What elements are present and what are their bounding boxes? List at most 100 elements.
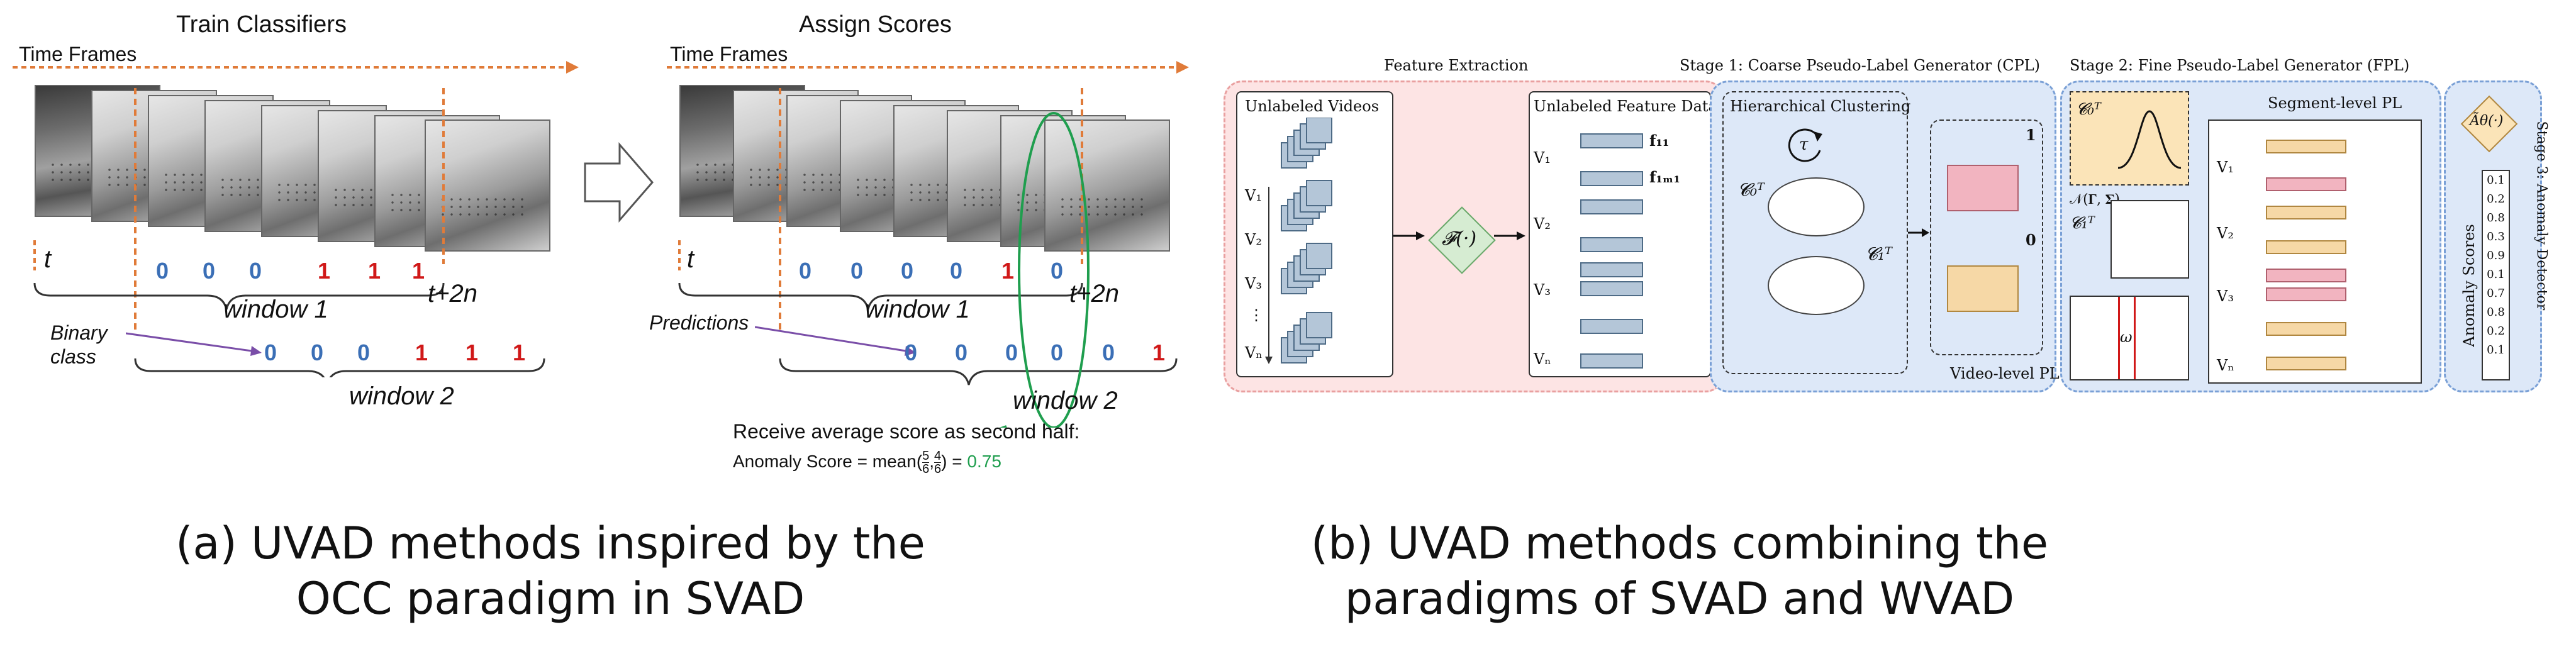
- omega-label: ω: [2120, 328, 2133, 346]
- threshold-box: ω: [2070, 296, 2189, 380]
- score-value: 0.2: [2487, 325, 2505, 338]
- fraction2-den: 6: [934, 462, 942, 476]
- c0-label: 𝓒₀ᵀ: [1737, 179, 1765, 200]
- predictions-label: Predictions: [649, 311, 749, 334]
- video-label-dots: ⋮: [1249, 306, 1264, 324]
- pred-digit: 0: [1005, 340, 1018, 365]
- v3-seg: V₃: [2217, 287, 2234, 305]
- class-digit: 0: [311, 340, 324, 365]
- score-value: 0.1: [2487, 268, 2505, 281]
- detector-diamond: Ã𝜃(·): [2460, 94, 2518, 153]
- window1-label-right: window 1: [865, 296, 970, 323]
- fpl-dashed-box: 𝓒₀ᵀ: [2070, 91, 2189, 186]
- anomaly-stack: [1947, 165, 2019, 211]
- extractor-label: 𝓕(·): [1442, 228, 1477, 250]
- video-label-v1: V₁: [1245, 187, 1262, 204]
- fpl-c1-label: 𝓒₁ᵀ: [2070, 214, 2095, 233]
- pred-digit: 0: [1051, 258, 1064, 284]
- caption-a-line1: (a) UVAD methods inspired by the: [176, 518, 925, 569]
- assign-scores-title: Assign Scores: [799, 11, 952, 38]
- formula-prefix: Anomaly Score = mean(: [733, 451, 923, 471]
- feature-f11: f₁₁: [1649, 131, 1670, 150]
- pl-one: 1: [2026, 126, 2036, 144]
- segment-bar: [2266, 240, 2346, 254]
- time-frames-label-right: Time Frames: [670, 43, 788, 65]
- class-digit: 1: [415, 340, 428, 365]
- train-classifiers-title: Train Classifiers: [176, 11, 347, 38]
- caption-b-line1: (b) UVAD methods combining the: [1310, 518, 2049, 569]
- t-label-left: t: [44, 245, 52, 273]
- binary-class-arrow: [126, 332, 262, 356]
- threshold-marker: [2118, 297, 2136, 379]
- score-value: 0.8: [2487, 211, 2505, 225]
- fpl-c0-label: 𝓒₀ᵀ: [2076, 100, 2101, 119]
- feat-vn: Vₙ: [1534, 350, 1551, 368]
- feature-bar: [1580, 171, 1643, 186]
- anomaly-score-value: 0.75: [967, 451, 1001, 471]
- caption-a: (a) UVAD methods inspired by the OCC par…: [94, 516, 1006, 626]
- class-digit: 0: [249, 258, 262, 284]
- feature-bar: [1580, 281, 1643, 296]
- feature-bar: [1580, 237, 1643, 252]
- hierarchical-clustering-label: Hierarchical Clustering: [1730, 97, 1911, 115]
- class-digit: 1: [318, 258, 331, 284]
- v2-seg: V₂: [2217, 225, 2234, 242]
- fraction1-num: 5: [922, 449, 930, 463]
- score-value: 0.9: [2487, 249, 2505, 262]
- score-value: 0.3: [2487, 230, 2505, 243]
- segment-bar: [2266, 269, 2346, 282]
- video-label-v2: V₂: [1245, 231, 1262, 248]
- c1-density-box: [2110, 200, 2189, 279]
- pred-digit: 0: [901, 258, 914, 284]
- feature-extraction-title: Feature Extraction: [1384, 57, 1529, 74]
- segment-bar: [2266, 140, 2346, 153]
- class-digit: 0: [156, 258, 169, 284]
- t2n-label-left: t+2n: [428, 280, 477, 308]
- panel-b: Feature Extraction Stage 1: Coarse Pseud…: [1195, 0, 2576, 666]
- feature-bar: [1580, 262, 1643, 277]
- score-value: 0.1: [2487, 174, 2505, 187]
- class-digit: 1: [412, 258, 425, 284]
- window-markers-right: [678, 88, 1178, 428]
- score-value: 0.8: [2487, 306, 2505, 319]
- segment-pl-box: V₁ V₂ V₃ Vₙ: [2208, 119, 2422, 384]
- video-cubes: [1265, 118, 1332, 364]
- pred-digit: 0: [950, 258, 963, 284]
- t2n-label-right: t+2n: [1069, 280, 1119, 308]
- formula-suffix: ) =: [941, 451, 962, 471]
- extract-arrows: [1393, 231, 1425, 240]
- extractor-diamond: 𝓕(·): [1428, 206, 1496, 274]
- video-level-pl-label: Video-level PL: [1950, 365, 2060, 382]
- time-frames-label-left: Time Frames: [19, 43, 137, 65]
- pl-zero: 0: [2026, 231, 2036, 249]
- vn-seg: Vₙ: [2217, 357, 2234, 374]
- stage1-panel: [1710, 80, 2056, 392]
- video-frames-left: [35, 85, 576, 252]
- caption-b: (b) UVAD methods combining the paradigms…: [1271, 516, 2088, 626]
- stage2-title: Stage 2: Fine Pseudo-Label Generator (FP…: [2070, 57, 2410, 74]
- window1-label-left: window 1: [223, 296, 328, 323]
- time-arrow-right: [667, 61, 1189, 74]
- v1-seg: V₁: [2217, 158, 2234, 176]
- receive-text: Receive average score as second half:: [733, 420, 1080, 443]
- pred-digit: 0: [905, 340, 918, 365]
- cluster-cloud-c1: [1768, 256, 1865, 315]
- t-label-right: t: [687, 245, 694, 273]
- fraction2-num: 4: [934, 449, 942, 463]
- caption-b-line2: paradigms of SVAD and WVAD: [1344, 573, 2015, 624]
- class-digit: 1: [466, 340, 479, 365]
- feature-bar: [1580, 199, 1643, 214]
- tau-loop-icon: [1788, 128, 1822, 162]
- feature-dataset-box: Unlabeled Feature Dataset V₁ V₂ V₃ Vₙ f₁…: [1529, 91, 1740, 377]
- window-markers-left: [33, 88, 545, 377]
- video-label-v3: V₃: [1245, 275, 1262, 292]
- pred-digit: 1: [1152, 340, 1166, 365]
- time-arrow-left: [13, 61, 579, 74]
- feature-bar: [1580, 319, 1643, 334]
- hollow-arrow: [584, 142, 654, 223]
- unlabeled-videos-box: Unlabeled Videos V₁ V₂ V₃ ⋮ Vₙ: [1236, 91, 1393, 377]
- pred-digit: 0: [850, 258, 864, 284]
- class-digit: 0: [357, 340, 371, 365]
- caption-a-line2: OCC paradigm in SVAD: [296, 573, 805, 624]
